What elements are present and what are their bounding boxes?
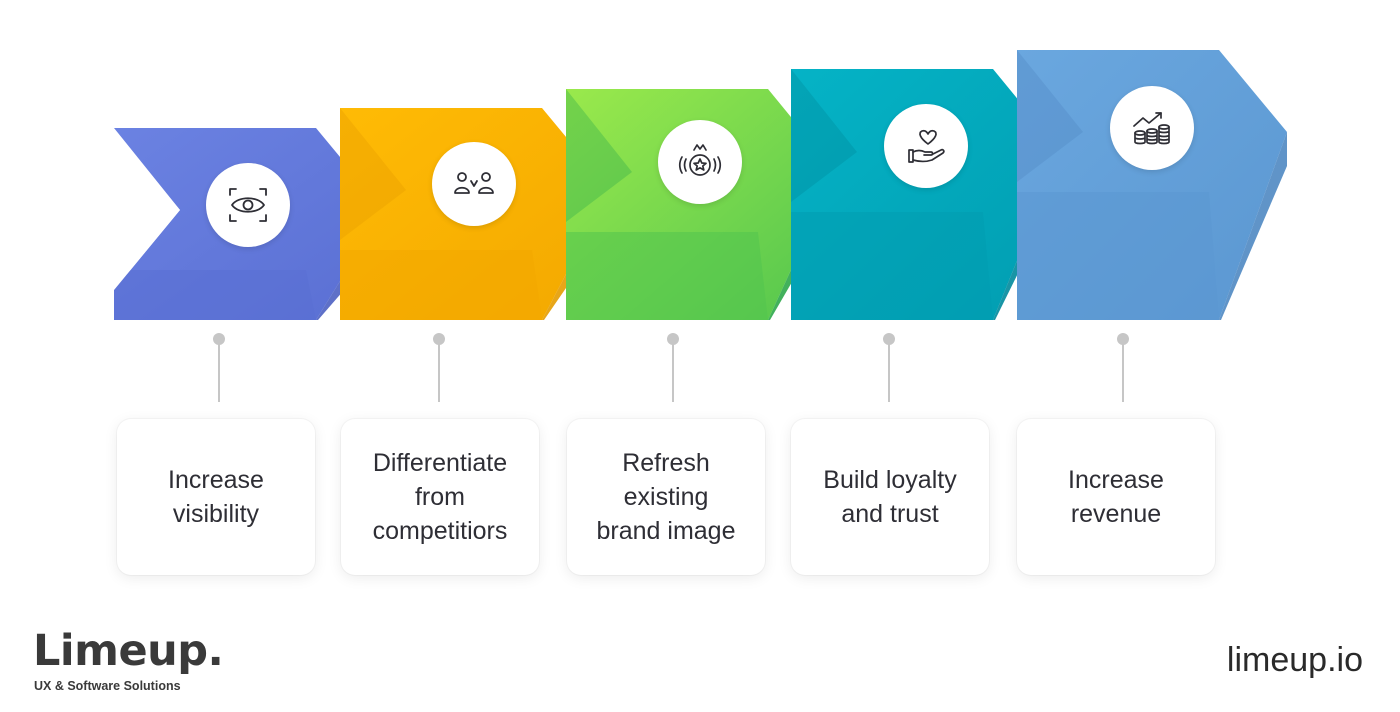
step-2-icon-circle — [432, 142, 516, 226]
brand-logo: Limeup. — [33, 626, 224, 676]
step-1-card: Increase visibility — [117, 419, 315, 575]
connector-line — [888, 343, 890, 402]
connector-dot — [667, 333, 679, 345]
step-4-label: Build loyalty and trust — [823, 466, 957, 528]
connector-line — [672, 343, 674, 402]
step-1-icon-circle — [206, 163, 290, 247]
chevron-notch-shade-3 — [566, 89, 632, 222]
step-3-card: Refresh existing brand image — [567, 419, 765, 575]
heart-hand-icon — [908, 129, 945, 163]
connector-dot — [213, 333, 225, 345]
step-5-icon-circle — [1110, 86, 1194, 170]
connector-dot — [883, 333, 895, 345]
chevron-notch-shade-2 — [340, 108, 406, 240]
brand-tagline: UX & Software Solutions — [34, 679, 181, 693]
chevron-slab-1 — [114, 270, 316, 320]
step-3-icon-circle — [658, 120, 742, 204]
growth-coins-icon — [1133, 112, 1170, 145]
connector-dot — [433, 333, 445, 345]
chevron-slab-2 — [340, 250, 542, 320]
connector-line — [438, 343, 440, 402]
step-4-icon-circle — [884, 104, 968, 188]
step-1-label: Increase visibility — [168, 466, 264, 528]
chevron-side-face-5 — [1219, 132, 1287, 320]
chevron-notch — [114, 128, 180, 290]
chevron-slab-3 — [566, 232, 768, 320]
step-3-label: Refresh existing brand image — [596, 449, 736, 545]
website-url: limeup.io — [1226, 641, 1363, 679]
chevron-notch-shade-5 — [1017, 50, 1083, 182]
step-2-label: Differentiate from competitiors — [372, 449, 508, 545]
connector-line — [1122, 343, 1124, 402]
chevron-slab-5 — [1017, 192, 1219, 320]
connector-dot — [1117, 333, 1129, 345]
chevron-notch-shade-4 — [791, 69, 857, 202]
eye-scan-icon — [229, 188, 267, 222]
step-5-label: Increase revenue — [1068, 466, 1164, 528]
step-5-card: Increase revenue — [1017, 419, 1215, 575]
step-2-card: Differentiate from competitiors — [341, 419, 539, 575]
people-versus-icon — [454, 172, 494, 194]
chevron-slab-4 — [791, 212, 993, 320]
star-badge-icon — [678, 144, 722, 176]
connector-line — [218, 343, 220, 402]
step-4-card: Build loyalty and trust — [791, 419, 989, 575]
chevron-step-5 — [1017, 50, 1287, 320]
